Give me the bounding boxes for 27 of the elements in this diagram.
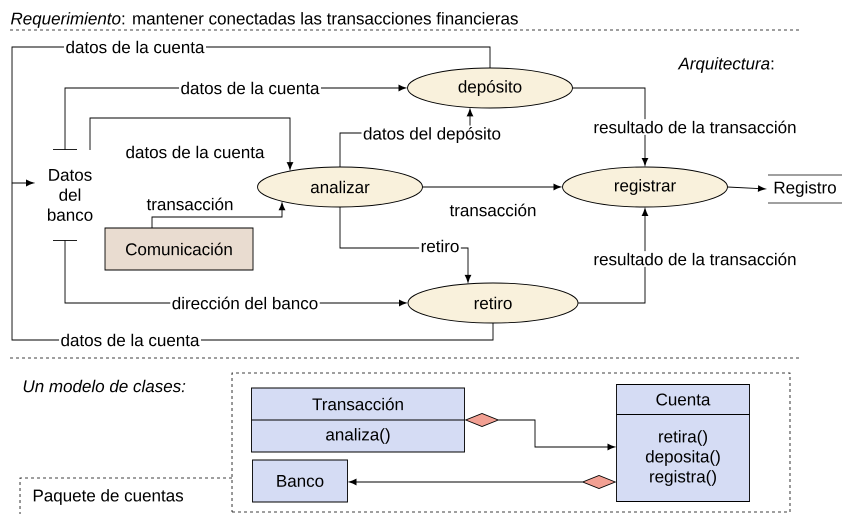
edge-label: transacción [448, 202, 538, 218]
arrow [727, 185, 766, 192]
arrow [152, 202, 286, 228]
edge-label: datos de la cuenta [124, 144, 266, 160]
class-box: Transacción analiza() [251, 388, 465, 452]
edge-label: datos del depósito [362, 125, 502, 145]
class-box: Cuenta retira() deposita() registra() [616, 384, 750, 502]
data-source-text: Datos del banco [48, 169, 92, 221]
edge-label: resultado de la transacción [592, 251, 798, 267]
edge-label: datos de la cuenta [179, 80, 321, 96]
edge-label: datos de la cuenta [64, 39, 206, 55]
section-title: Un modelo de clases: [24, 380, 186, 392]
arrow [422, 184, 562, 190]
arrow [572, 88, 648, 166]
edge-label: retiro [419, 238, 461, 254]
class-box: Banco [252, 460, 348, 502]
arrow [578, 208, 648, 304]
edge-label: transacción [145, 196, 235, 212]
arrow [90, 118, 294, 170]
process-box: Comunicación [104, 228, 254, 270]
edge-label: dirección del banco [170, 295, 320, 311]
section-title: Arquitectura: [678, 57, 774, 73]
edge-label: resultado de la transacción [592, 119, 798, 135]
edge-label: datos de la cuenta [59, 332, 201, 348]
requirement-heading: Requerimiento: mantener conectadas las transacciones financieras [10, 12, 518, 28]
data-store: Registro [768, 174, 842, 204]
package-tab: Paquete de cuentas [20, 478, 232, 514]
